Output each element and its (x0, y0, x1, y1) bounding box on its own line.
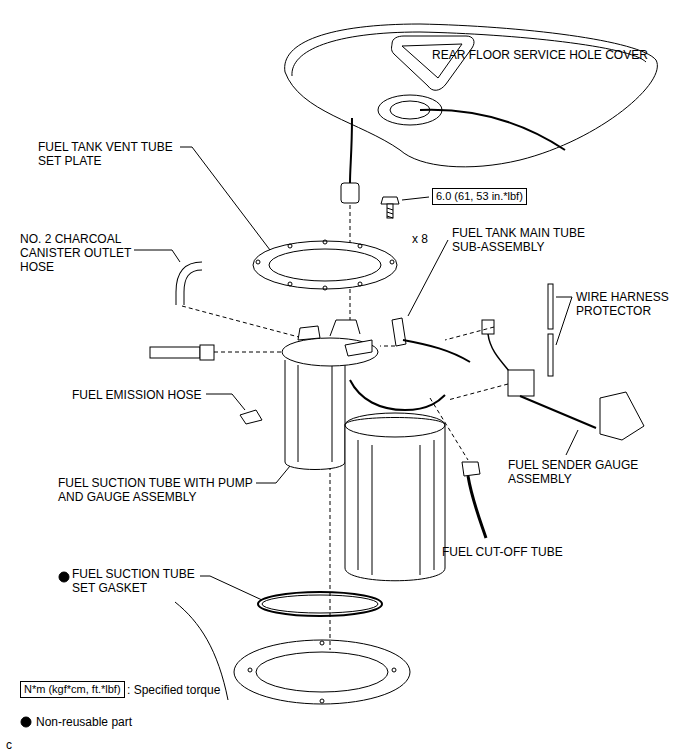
unit-box: N*m (kgf*cm, ft.*lbf) (20, 681, 125, 698)
leader-line (556, 297, 572, 345)
drawing-path (345, 340, 372, 356)
drawing-path (285, 360, 345, 470)
leader-line (134, 250, 180, 262)
part-name: FUEL CUT-OFF TUBE (442, 545, 563, 559)
drawing-path (381, 197, 399, 204)
drawing-rect (387, 204, 393, 218)
drawing-path (298, 326, 320, 340)
leader-line (256, 466, 290, 483)
hose (180, 266, 202, 305)
drawing-circle (256, 260, 260, 264)
drawing-ellipse (234, 640, 410, 704)
drawing-circle (320, 699, 324, 703)
hose-clip (200, 345, 214, 360)
drawing-ellipse (269, 249, 381, 281)
drawing-circle (288, 244, 292, 248)
non-reusable-mark (59, 572, 69, 582)
legend-text: : Specified torque (127, 683, 220, 697)
figure-code: c (6, 738, 12, 752)
drawing-circle (320, 641, 324, 645)
drawing-path (330, 320, 360, 336)
assembly-line (430, 398, 468, 460)
assembly-line (214, 352, 288, 353)
drawing-rect (508, 370, 534, 396)
drawing-ellipse (282, 338, 378, 366)
part-name: FUEL TANK MAIN TUBE SUB-ASSEMBLY (452, 226, 602, 254)
drawing-ellipse (345, 413, 445, 437)
cut-off-tube (462, 462, 486, 538)
drawing-path (345, 418, 445, 581)
tube (403, 340, 470, 362)
drawing-path (520, 396, 596, 428)
leader-line (180, 147, 270, 250)
leader-line (206, 394, 245, 410)
drawing-path (298, 365, 332, 462)
part-name: NO. 2 CHARCOAL CANISTER OUTLET HOSE (20, 232, 132, 274)
drawing-path (358, 440, 434, 575)
assembly-line (182, 306, 310, 340)
drawing-path (350, 380, 445, 410)
wire-harness-protector (548, 334, 553, 376)
drawing-path (462, 462, 480, 476)
part-name: FUEL SUCTION TUBE WITH PUMP AND GAUGE AS… (58, 476, 263, 504)
drawing-circle (323, 286, 327, 290)
drawing-path (387, 208, 393, 218)
drawing-path (285, 24, 658, 167)
drawing-circle (392, 668, 396, 672)
vent-tube-set-plate (253, 240, 397, 290)
part-name: WIRE HARNESS PROTECTOR (576, 290, 676, 318)
bolt (381, 197, 399, 218)
leader-line (566, 430, 578, 455)
part-name: FUEL SUCTION TUBE SET GASKET (72, 567, 200, 595)
drawing-path (420, 110, 565, 150)
drawing-ellipse (256, 652, 388, 692)
non-reusable-mark (21, 717, 31, 727)
torque-box: 6.0 (61, 53 in.*lbf) (432, 188, 527, 205)
drawing-circle (323, 240, 327, 244)
drawing-path (600, 392, 644, 440)
quantity: x 8 (412, 232, 428, 246)
sender-gauge (482, 320, 644, 440)
drawing-circle (288, 282, 292, 286)
service-hole-cover (285, 24, 658, 167)
leader-line (200, 576, 262, 600)
gasket (258, 592, 382, 616)
hose (180, 266, 202, 305)
leader-line (402, 197, 429, 200)
node-text: 6.0 (61, 53 in.*lbf) (436, 190, 523, 202)
drawing-ellipse (253, 241, 397, 289)
clip (240, 410, 262, 424)
part-name: FUEL EMISSION HOSE (72, 388, 202, 402)
drawing-path (392, 36, 475, 90)
wire (350, 118, 352, 183)
tube-connector (392, 318, 406, 346)
part-name: REAR FLOOR SERVICE HOLE COVER (432, 48, 648, 62)
pump-assembly (282, 320, 445, 581)
part-name: FUEL TANK VENT TUBE SET PLATE (38, 140, 178, 168)
node-text: N*m (kgf*cm, ft.*lbf) (24, 683, 121, 695)
connector (341, 183, 359, 203)
drawing-path (488, 334, 510, 372)
assembly-line (380, 346, 395, 347)
wire-harness-protector (548, 284, 553, 329)
gasket (262, 595, 378, 613)
drawing-circle (390, 260, 394, 264)
assembly-line (448, 384, 508, 400)
drawing-circle (248, 668, 252, 672)
drawing-circle (358, 282, 362, 286)
leader-line (408, 240, 448, 316)
hose (150, 347, 200, 358)
part-name: FUEL SENDER GAUGE ASSEMBLY (508, 458, 640, 486)
assembly-line (445, 327, 494, 340)
drawing-circle (358, 244, 362, 248)
legend-text: Non-reusable part (36, 715, 132, 729)
drawing-path (468, 476, 486, 538)
